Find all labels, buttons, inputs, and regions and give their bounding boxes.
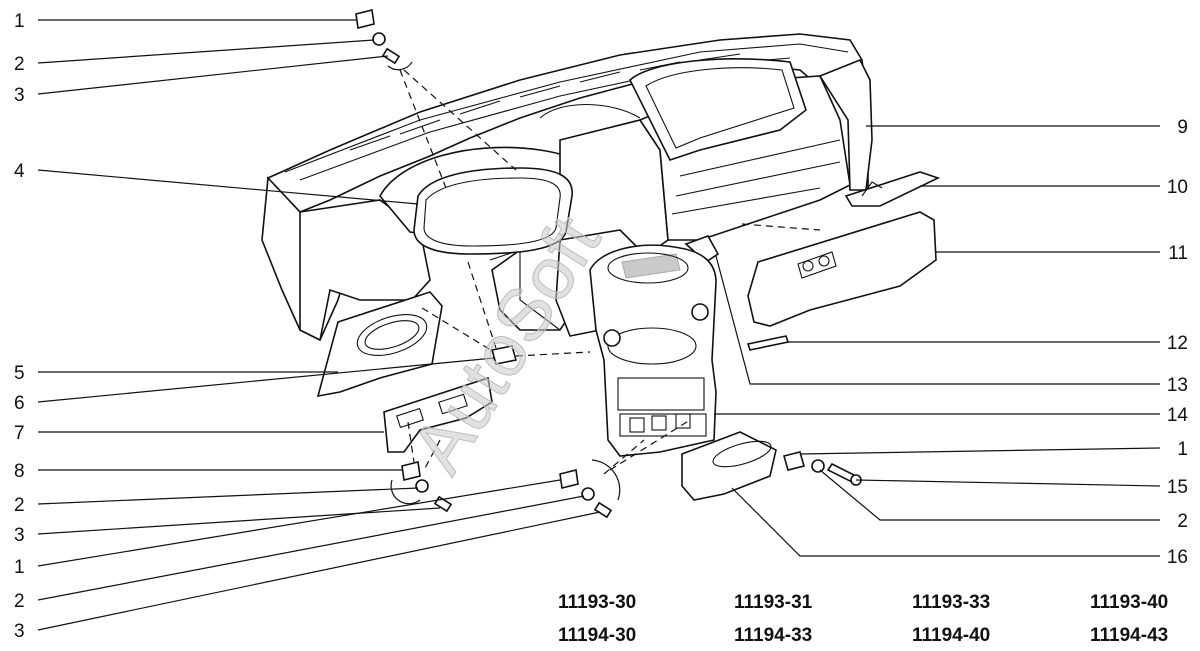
callout-right-11: 11 xyxy=(1168,243,1188,264)
callout-right-13: 13 xyxy=(1167,375,1188,396)
model-code: 11194-30 xyxy=(558,625,636,646)
model-code: 11193-31 xyxy=(734,592,813,613)
callout-left-10: 3 xyxy=(14,525,25,546)
callout-right-1: 1 xyxy=(1177,439,1188,460)
model-code: 11193-30 xyxy=(558,592,636,613)
instrument-panel-body xyxy=(261,33,873,342)
glovebox-lid xyxy=(747,211,937,327)
glovebox-hinge-pin xyxy=(746,335,790,351)
callout-right-15: 15 xyxy=(1167,477,1188,498)
callouts-right: 9 10 11 12 13 14 1 15 2 16 xyxy=(1167,117,1189,568)
upper-mounting-bracket xyxy=(844,171,941,207)
leader-lines xyxy=(37,19,1161,631)
callout-right-9: 9 xyxy=(1177,117,1188,138)
left-lower-trim-panel xyxy=(316,291,443,398)
storage-pocket xyxy=(681,431,777,501)
callout-left-8: 8 xyxy=(14,461,25,482)
callout-right-14: 14 xyxy=(1167,405,1189,426)
defroster-vent-slots xyxy=(349,53,741,151)
centre-console-facia xyxy=(589,244,717,457)
callout-right-10: 10 xyxy=(1167,177,1188,198)
assembly-guide-lines xyxy=(399,69,821,475)
model-code: 11193-33 xyxy=(912,592,990,613)
callout-left-7: 7 xyxy=(14,423,25,444)
callout-left-6: 6 xyxy=(14,393,25,414)
lower-switch-cover xyxy=(383,376,493,453)
model-code: 11194-40 xyxy=(912,625,990,646)
callout-left-3: 3 xyxy=(14,85,25,106)
callout-left-11: 1 xyxy=(14,557,25,578)
callout-left-5: 5 xyxy=(14,363,25,384)
callout-left-9: 2 xyxy=(14,495,25,516)
callout-left-12: 2 xyxy=(14,591,25,612)
instrument-cluster-bezel xyxy=(413,167,573,255)
fastener-group-top xyxy=(355,9,413,71)
callout-left-4: 4 xyxy=(14,161,25,182)
callout-right-12: 12 xyxy=(1167,333,1188,354)
model-code-table: 11193-30 11193-31 11193-33 11193-40 1119… xyxy=(558,592,1168,646)
model-code: 11194-33 xyxy=(734,625,812,646)
callout-left-2: 2 xyxy=(14,54,25,75)
callouts-left: 1 2 3 4 5 6 7 8 2 3 1 2 3 xyxy=(14,11,25,642)
fastener-group-right xyxy=(783,451,862,486)
callout-left-1: 1 xyxy=(14,11,25,32)
callout-right-16: 16 xyxy=(1167,547,1188,568)
clip-bracket xyxy=(490,345,518,365)
callout-right-2: 2 xyxy=(1177,511,1188,532)
fastener-group-centre xyxy=(559,459,621,519)
model-code: 11194-43 xyxy=(1090,625,1168,646)
model-code: 11193-40 xyxy=(1090,592,1168,613)
callout-left-13: 3 xyxy=(14,621,25,642)
